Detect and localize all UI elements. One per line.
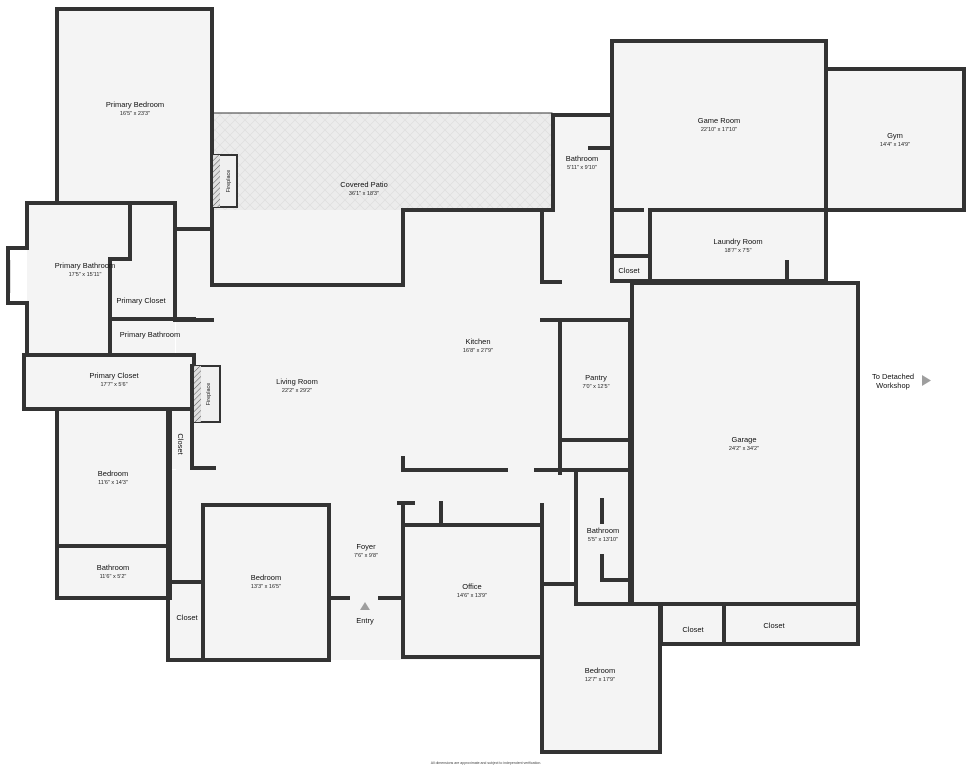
pantry-label: Pantry — [585, 373, 607, 382]
closet-garage-1-label: Closet — [682, 625, 704, 634]
foyer-label: Foyer — [356, 542, 376, 551]
covered-patio-label: Covered Patio — [340, 180, 388, 189]
office-dim: 14'6" x 13'9" — [457, 593, 487, 599]
bedroom-3-label: Bedroom — [585, 666, 615, 675]
workshop-arrow-icon — [922, 375, 931, 386]
primary-bathroom-label: Primary Bathroom — [55, 261, 115, 270]
primary-closet-label: Primary Closet — [89, 371, 139, 380]
bedroom-1-dim: 11'6" x 14'3" — [98, 480, 128, 486]
primary-closet-small-label: Primary Closet — [116, 296, 166, 305]
covered-patio-dim: 36'1" x 18'3" — [349, 191, 379, 197]
bathroom-2-label: Bathroom — [97, 563, 130, 572]
laundry-room-dim: 18'7" x 7'5" — [724, 248, 751, 254]
bathroom-3-dim: 5'5" x 13'10" — [588, 537, 618, 543]
closet-bedroom-label: Closet — [176, 613, 198, 622]
workshop-label-line2: Workshop — [876, 381, 910, 390]
bathroom-1-dim: 5'11" x 9'10" — [567, 165, 597, 171]
bathroom-2-dim: 11'6" x 5'2" — [100, 574, 127, 580]
office-label: Office — [462, 582, 481, 591]
foyer-dim: 7'6" x 9'8" — [354, 553, 378, 559]
primary-bathroom-small-label: Primary Bathroom — [120, 330, 180, 339]
primary-bedroom-dim: 16'5" x 23'3" — [120, 111, 150, 117]
workshop-label-line1: To Detached — [872, 372, 914, 381]
living-room-label: Living Room — [276, 377, 318, 386]
bedroom-3-dim: 12'7" x 17'9" — [585, 677, 615, 683]
entry-label: Entry — [356, 616, 374, 625]
living-room-dim: 22'2" x 29'2" — [282, 388, 312, 394]
fireplace-label-1: Fireplace — [226, 170, 232, 193]
garage-label: Garage — [731, 435, 756, 444]
bathroom-3-label: Bathroom — [587, 526, 620, 535]
bedroom-2-label: Bedroom — [251, 573, 281, 582]
bedroom-1-label: Bedroom — [98, 469, 128, 478]
primary-closet-dim: 17'7" x 5'6" — [100, 382, 127, 388]
disclaimer-footer: All dimensions are approximate and subje… — [431, 761, 542, 765]
closet-laundry-label: Closet — [618, 266, 640, 275]
closet-hall-label: Closet — [176, 433, 185, 455]
bathroom-1-label: Bathroom — [566, 154, 599, 163]
gym-dim: 14'4" x 14'9" — [880, 142, 910, 148]
room-labels: Primary Bedroom 16'5" x 23'3" Covered Pa… — [55, 100, 931, 765]
kitchen-dim: 16'8" x 27'9" — [463, 348, 493, 354]
laundry-room-label: Laundry Room — [713, 237, 762, 246]
primary-bedroom-label: Primary Bedroom — [106, 100, 164, 109]
kitchen-label: Kitchen — [465, 337, 490, 346]
fireplace-living: Fireplace — [193, 365, 221, 423]
garage-dim: 24'2" x 34'2" — [729, 446, 759, 452]
bedroom-2-dim: 13'3" x 16'5" — [251, 584, 281, 590]
walls — [6, 7, 966, 754]
gym-label: Gym — [887, 131, 903, 140]
entry-arrow-icon — [360, 602, 370, 610]
game-room-label: Game Room — [698, 116, 741, 125]
game-room-dim: 22'10" x 17'10" — [701, 127, 737, 133]
primary-bathroom-dim: 17'5" x 15'11" — [69, 272, 102, 278]
fireplace-patio: Fireplace — [212, 154, 238, 208]
closet-garage-2-label: Closet — [763, 621, 785, 630]
pantry-dim: 7'0" x 12'5" — [582, 384, 609, 390]
fireplace-label-2: Fireplace — [206, 383, 212, 406]
floor-areas — [26, 9, 964, 752]
